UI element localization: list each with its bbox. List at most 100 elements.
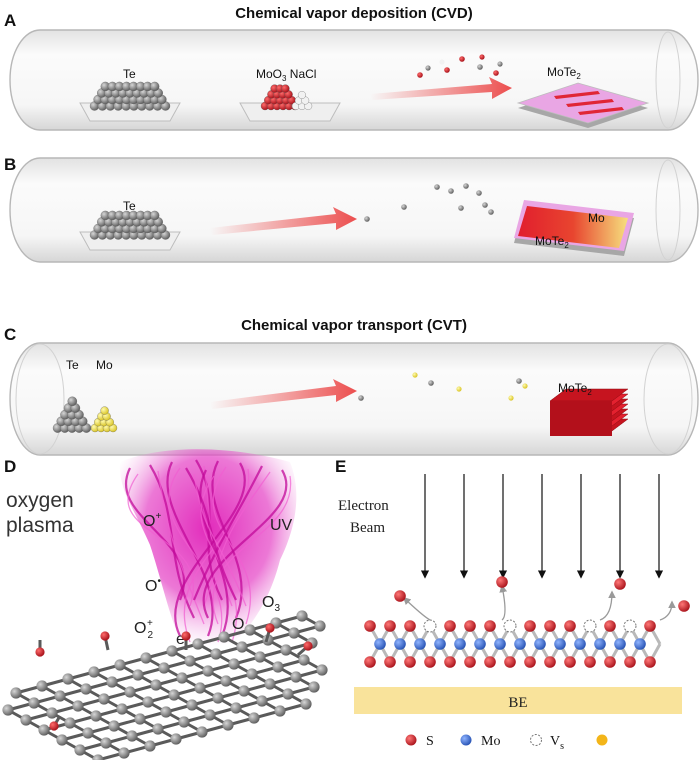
gas-particle <box>412 372 418 378</box>
carbon-atom <box>300 698 312 710</box>
carbon-atom <box>204 709 216 721</box>
carbon-atom <box>316 664 328 676</box>
carbon-atom <box>298 654 310 666</box>
gas-particle <box>482 202 488 208</box>
carbon-atom <box>10 687 22 699</box>
gas-particle <box>522 383 528 389</box>
mote2-film <box>518 206 628 248</box>
molybdenum-atom <box>374 638 386 650</box>
gas-particle <box>516 378 522 384</box>
plasma-filament <box>212 466 252 625</box>
sulfur-atom <box>544 620 556 632</box>
plasma-filament <box>199 469 229 637</box>
carbon-atom <box>142 696 154 708</box>
sulfur-atom <box>564 656 576 668</box>
plasma-filament <box>174 462 246 637</box>
sulfur-vacancy <box>623 619 637 633</box>
mote2-crystal-stack <box>549 388 629 436</box>
boat-a2-label: MoO3 NaCl <box>256 67 316 83</box>
carbon-atom <box>230 702 242 714</box>
pile-atom <box>100 406 109 415</box>
carbon-atom <box>254 651 266 663</box>
sulfur-atom <box>564 620 576 632</box>
carbon-atom <box>106 676 118 688</box>
sputtered-s-atoms <box>394 576 690 621</box>
ampoule-end-left <box>15 343 65 455</box>
ozone-label: O3 <box>262 594 280 614</box>
panel-a-label: A <box>4 11 16 30</box>
crystal-edge <box>550 416 612 421</box>
pile-atom <box>150 81 160 92</box>
panel-c-title: Chemical vapor transport (CVT) <box>241 317 467 334</box>
gas-particle <box>428 380 434 386</box>
pile-atom <box>150 210 160 221</box>
crystal-edge <box>550 406 612 411</box>
gas-particle <box>364 216 370 222</box>
legend-vacancy-swatch <box>530 734 542 746</box>
uv-label: UV <box>270 517 293 534</box>
carbon-atom <box>290 671 302 683</box>
mote2-stripe-2 <box>566 99 614 107</box>
ejected-sulfur-atom <box>614 578 626 590</box>
carbon-atom <box>280 644 292 656</box>
carbon-atom <box>264 678 276 690</box>
sulfur-vacancy <box>503 619 517 633</box>
gas-particle <box>493 70 499 76</box>
mo-source-c <box>90 406 118 433</box>
carbon-atom <box>98 693 110 705</box>
sulfur-atom <box>464 620 476 632</box>
carbon-atom <box>82 727 94 739</box>
legend-vacancy-label: Vs <box>550 734 564 752</box>
carbon-atom <box>228 658 240 670</box>
sulfur-atom <box>364 656 376 668</box>
oxygen-plasma-cloud <box>119 449 297 647</box>
carbon-atom <box>90 710 102 722</box>
sulfur-atom <box>404 620 416 632</box>
carbon-atom <box>186 699 198 711</box>
flow-arrow-b <box>210 207 357 235</box>
panel-d: D oxygen plasma UV O+ O• O3 O2+ O2 e <box>2 449 328 760</box>
gas-particle <box>448 188 454 194</box>
sulfur-atom <box>644 656 656 668</box>
legend-mo-swatch <box>460 734 472 746</box>
carbon-atom <box>158 662 170 674</box>
carbon-atom <box>178 716 190 728</box>
flow-arrow-a <box>370 77 512 100</box>
carbon-atom <box>192 638 204 650</box>
oxygen-group <box>100 631 110 641</box>
plasma-text-line1: oxygen <box>6 489 74 512</box>
sulfur-atom <box>384 656 396 668</box>
carbon-atom <box>288 627 300 639</box>
mote2-stripe-1 <box>554 91 600 99</box>
gas-particle <box>456 386 462 392</box>
te-boat-b: Te <box>79 199 181 251</box>
ejection-path <box>402 596 431 621</box>
boat-b-label: Te <box>123 199 136 213</box>
carbon-atom <box>282 688 294 700</box>
sulfur-atom <box>384 620 396 632</box>
carbon-atom <box>274 705 286 717</box>
substrate-a: MoTe2 <box>516 65 650 128</box>
carbon-atom <box>28 697 40 709</box>
beam-label-line2: Beam <box>350 520 385 536</box>
oxygen-group <box>265 623 275 633</box>
plasma-filament <box>200 475 238 643</box>
panel-a-title: Chemical vapor deposition (CVD) <box>235 5 473 22</box>
plasma-filament <box>211 460 243 619</box>
carbon-atom <box>212 692 224 704</box>
tube-end-a <box>655 31 681 129</box>
carbon-atom <box>118 747 130 759</box>
crystal-edge <box>550 401 612 406</box>
gas-particles-a <box>417 54 503 78</box>
crystal-edge <box>550 431 612 436</box>
be-substrate <box>354 687 682 714</box>
panel-b-label: B <box>4 155 16 174</box>
carbon-atom <box>126 730 138 742</box>
gas-particle <box>508 395 514 401</box>
gas-particle <box>425 65 431 71</box>
te-source-c <box>52 396 92 433</box>
crystal-edge <box>550 411 612 416</box>
gas-particles-c <box>358 372 528 401</box>
te-boat-a: Te <box>79 67 181 122</box>
sulfur-vacancy <box>583 619 597 633</box>
